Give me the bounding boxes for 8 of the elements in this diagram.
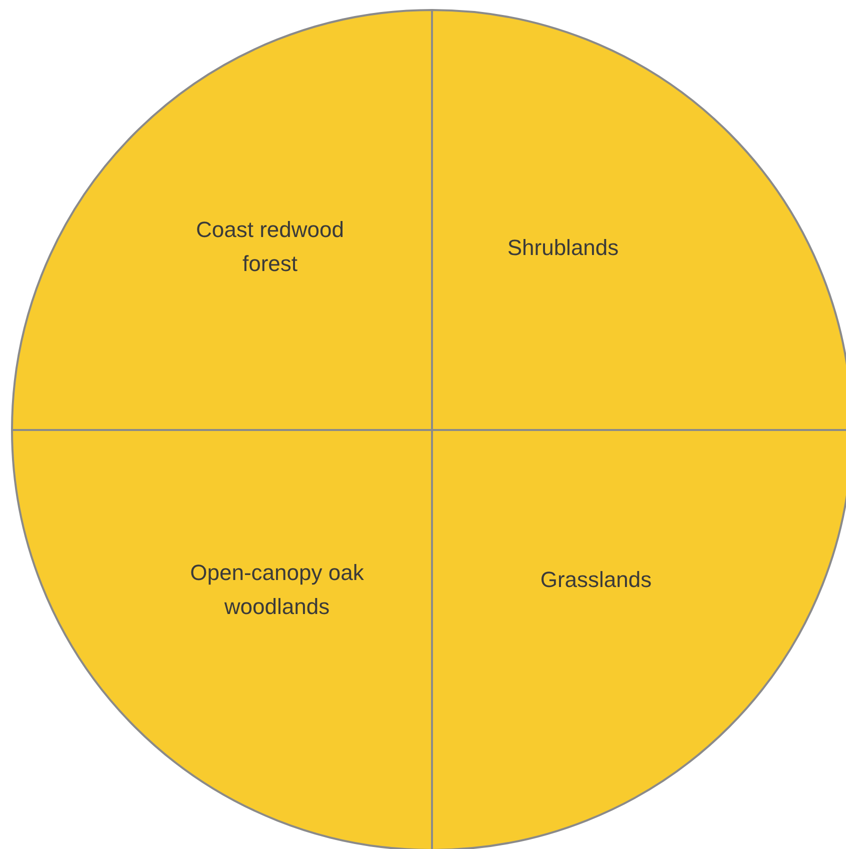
quadrant-sector (12, 430, 432, 849)
sector-label: Open-canopy oak woodlands (189, 559, 365, 621)
quadrant-sector (432, 430, 846, 849)
sector-label: Grasslands (539, 566, 653, 594)
quadrant-sector (12, 10, 432, 430)
sector-label: Shrublands (506, 234, 620, 262)
sector-label: Coast redwood forest (195, 216, 345, 278)
quadrant-sector (432, 10, 846, 430)
